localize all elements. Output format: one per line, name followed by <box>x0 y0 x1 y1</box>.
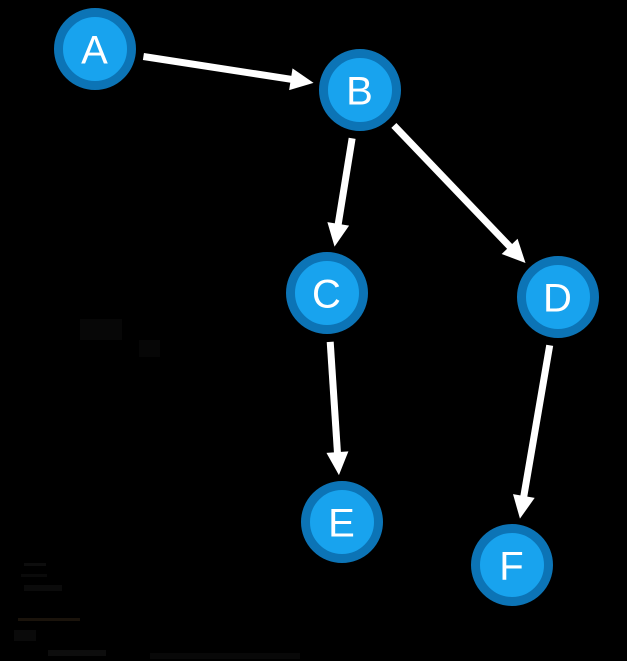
edge-C-E <box>326 341 349 476</box>
node-label: D <box>543 276 573 320</box>
edge-B-D <box>391 122 526 264</box>
graph-node-C[interactable]: C <box>286 252 368 334</box>
graph-node-B[interactable]: B <box>319 49 401 131</box>
graph-node-A[interactable]: A <box>54 8 136 90</box>
node-circle[interactable] <box>517 256 599 338</box>
edge-B-C <box>327 137 356 247</box>
node-circle[interactable] <box>319 49 401 131</box>
node-circle[interactable] <box>286 252 368 334</box>
node-circle[interactable] <box>54 8 136 90</box>
arrowhead-icon <box>501 238 526 264</box>
edge-A-B <box>142 53 314 91</box>
arrowhead-icon <box>513 494 535 519</box>
node-label: E <box>328 501 356 545</box>
node-label: A <box>81 28 109 72</box>
arrowhead-icon <box>289 68 314 91</box>
graph-node-E[interactable]: E <box>301 481 383 563</box>
graph-node-D[interactable]: D <box>517 256 599 338</box>
node-label: B <box>346 69 374 113</box>
edge-D-F <box>513 344 554 519</box>
node-circle[interactable] <box>471 524 553 606</box>
arrowhead-icon <box>327 222 350 247</box>
node-label: C <box>312 272 342 316</box>
graph-node-F[interactable]: F <box>471 524 553 606</box>
node-circle[interactable] <box>301 481 383 563</box>
arrowhead-icon <box>326 451 349 476</box>
node-label: F <box>499 544 524 588</box>
